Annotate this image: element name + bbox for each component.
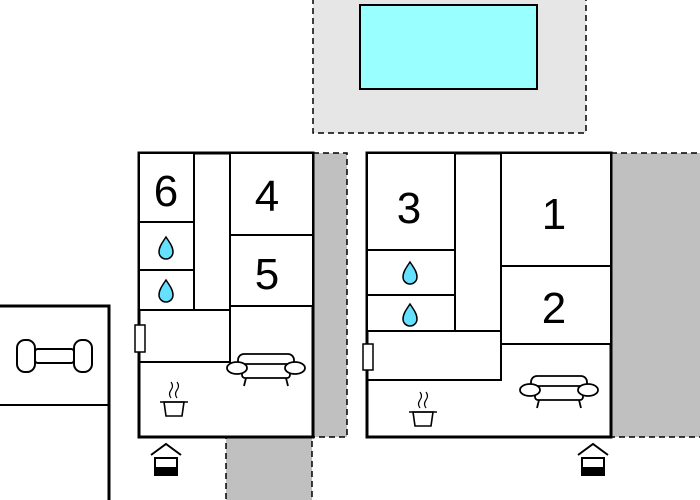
bedroom-1 xyxy=(500,152,612,267)
room-number-3: 3 xyxy=(397,184,421,233)
kitchen-wall-left-house xyxy=(139,306,231,363)
bedroom-4 xyxy=(229,152,314,236)
terrace-right-of-right-house xyxy=(610,152,700,438)
room-number-5: 5 xyxy=(255,250,279,299)
room-number-4: 4 xyxy=(255,172,279,221)
bedroom-2 xyxy=(500,265,612,345)
door-right-house xyxy=(362,343,374,371)
dumbbell-icon xyxy=(16,339,93,373)
pool-icon xyxy=(359,4,538,90)
room-number-6: 6 xyxy=(154,167,178,216)
room-number-2: 2 xyxy=(542,284,566,333)
entrance-icon xyxy=(577,443,609,476)
corridor-wall-right-house xyxy=(454,153,501,332)
gym-building xyxy=(0,304,111,500)
right-house: 3 1 2 xyxy=(362,151,613,439)
door-left-house xyxy=(134,324,146,353)
left-house: 6 4 5 xyxy=(134,151,315,439)
bedroom-5 xyxy=(229,234,314,307)
bedroom-6 xyxy=(138,152,195,223)
entrance-icon xyxy=(150,443,182,476)
room-number-1: 1 xyxy=(542,190,566,239)
bedroom-3 xyxy=(366,152,456,251)
corridor-wall-left-house xyxy=(193,153,230,311)
terrace-below-left-house xyxy=(225,436,313,500)
terrace-right-of-left-house xyxy=(312,152,348,438)
